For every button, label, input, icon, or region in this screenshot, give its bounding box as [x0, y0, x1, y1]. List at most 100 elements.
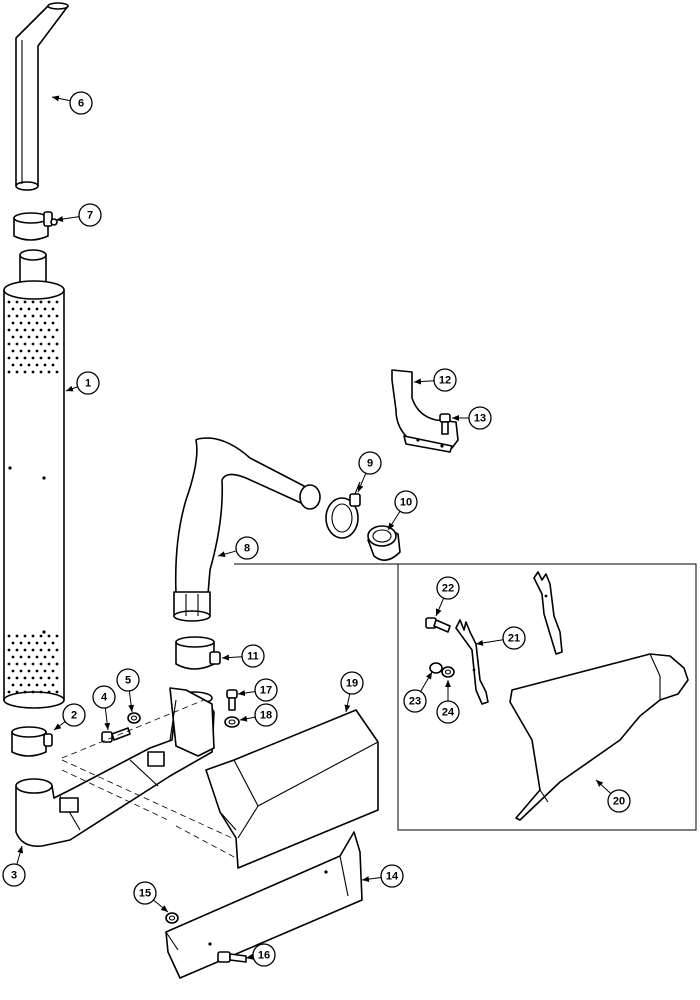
perforation-hole	[55, 300, 59, 304]
perforation-hole	[55, 370, 59, 374]
callout-leader-line	[357, 472, 367, 493]
lower-shield-14	[165, 831, 363, 979]
callout-leader-line	[245, 953, 254, 960]
callout-circle	[62, 703, 86, 727]
perforation-hole	[31, 676, 35, 680]
perforation-hole	[11, 363, 15, 367]
perforation-hole	[55, 676, 59, 680]
perforation-hole	[7, 300, 11, 304]
muffler-perforations-bottom	[7, 634, 59, 694]
callout-circle	[92, 685, 116, 709]
perforation-hole	[23, 662, 27, 666]
perforation-hole	[15, 314, 19, 318]
callout-leader-line	[361, 876, 382, 883]
perforation-hole	[39, 676, 43, 680]
perforation-hole	[19, 335, 23, 339]
callout-number: 16	[258, 950, 270, 962]
perforation-hole	[55, 342, 59, 346]
callout-10: 10	[387, 490, 418, 531]
perforation-hole	[55, 356, 59, 360]
perforation-hole	[51, 307, 55, 311]
callout-leader-line	[65, 385, 78, 392]
callout-leader-line	[104, 707, 111, 731]
callout-leader-line	[237, 690, 256, 696]
perforation-hole	[23, 356, 27, 360]
perforation-hole	[39, 314, 43, 318]
perforation-hole	[31, 342, 35, 346]
callout-leader-line	[128, 690, 135, 713]
callout-number: 7	[87, 210, 93, 222]
perforation-hole	[7, 648, 11, 652]
perforation-hole	[43, 363, 47, 367]
callout-number: 19	[346, 678, 358, 690]
callout-circle	[607, 789, 631, 813]
bolt-4	[101, 727, 131, 743]
perforation-hole	[7, 342, 11, 346]
perforation-hole	[27, 349, 31, 353]
callout-15: 15	[133, 881, 169, 913]
callout-2: 2	[53, 703, 86, 731]
perforation-hole	[19, 655, 23, 659]
perforation-hole	[35, 669, 39, 673]
perforation-hole	[19, 641, 23, 645]
callout-16: 16	[245, 943, 276, 967]
perforation-hole	[23, 328, 27, 332]
perforation-hole	[27, 363, 31, 367]
callout-circle	[436, 700, 460, 724]
perforation-hole	[27, 335, 31, 339]
perforation-hole	[31, 356, 35, 360]
perforation-hole	[55, 690, 59, 694]
callout-4: 4	[92, 685, 116, 731]
callout-circle	[2, 863, 26, 887]
callout-number: 8	[244, 543, 250, 555]
upper-clamp	[13, 211, 58, 241]
callout-11: 11	[221, 644, 265, 668]
perforation-hole	[23, 314, 27, 318]
perforation-hole	[47, 328, 51, 332]
perforation-hole	[15, 328, 19, 332]
perforation-hole	[47, 370, 51, 374]
coupling-ring-10	[367, 525, 401, 561]
perforation-hole	[31, 690, 35, 694]
perforation-hole	[11, 335, 15, 339]
callout-number: 12	[439, 375, 451, 387]
exhaust-elbow-pipe	[15, 687, 215, 848]
perforation-hole	[7, 370, 11, 374]
callout-number: 17	[260, 685, 272, 697]
exhaust-stack-tip	[15, 2, 69, 191]
perforation-hole	[11, 349, 15, 353]
perforation-hole	[51, 321, 55, 325]
perforation-hole	[11, 683, 15, 687]
perforation-hole	[15, 356, 19, 360]
perforation-hole	[19, 363, 23, 367]
bolt-22	[425, 617, 451, 633]
perforation-hole	[55, 328, 59, 332]
muffler	[3, 249, 65, 709]
callout-circle	[394, 490, 418, 514]
callout-19: 19	[340, 671, 364, 713]
perforation-hole	[51, 641, 55, 645]
callout-leader-line	[413, 378, 435, 385]
perforation-hole	[27, 641, 31, 645]
perforation-hole	[23, 300, 27, 304]
washer-5	[127, 712, 141, 724]
strap-21-right	[533, 571, 563, 655]
perforation-hole	[55, 662, 59, 666]
perforation-hole	[47, 356, 51, 360]
callout-number: 3	[11, 870, 17, 882]
perforation-hole	[27, 655, 31, 659]
perforation-hole	[7, 676, 11, 680]
callout-24: 24	[436, 680, 460, 724]
perforation-hole	[51, 349, 55, 353]
perforation-hole	[51, 669, 55, 673]
perforation-hole	[31, 300, 35, 304]
callout-number: 1	[85, 378, 91, 390]
callout-number: 21	[508, 633, 520, 645]
perforation-hole	[39, 342, 43, 346]
strap-21-left	[455, 619, 489, 705]
callout-13: 13	[452, 406, 492, 430]
perforation-hole	[27, 669, 31, 673]
perforation-hole	[43, 655, 47, 659]
perforation-hole	[11, 669, 15, 673]
